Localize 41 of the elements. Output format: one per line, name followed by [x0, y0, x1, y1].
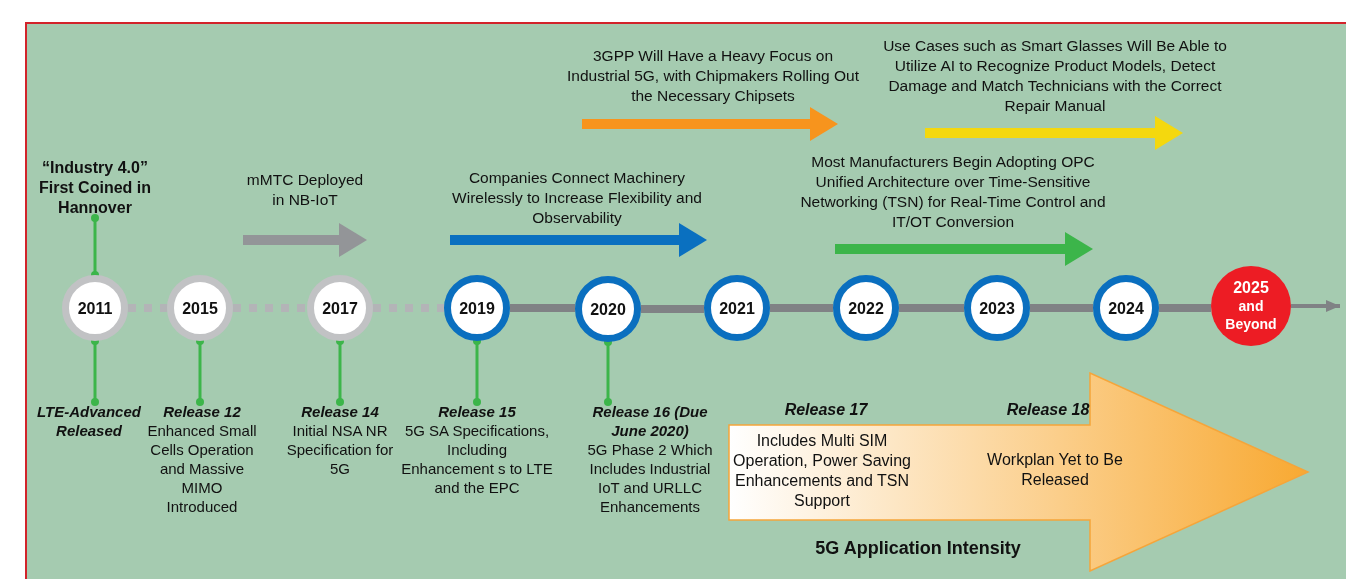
timeline-segment [128, 304, 167, 312]
release-heading: Release 12 [162, 402, 242, 421]
trend-note: Companies Connect Machinery Wirelessly to Increase Flexibility and Observability [451, 168, 703, 228]
year-label: 2017 [322, 298, 358, 318]
milestone-text: “Industry 4.0” First Coined in Hannover [32, 158, 158, 218]
trend-note: Most Manufacturers Begin Adopting OPC Unified Architecture over Time-Sensitive Networking (TSN) for Real-Time Control and IT/OT Conversion [799, 152, 1107, 232]
release-description: 5G Phase 2 Which Includes Industrial IoT and URLLC Enhancements [586, 440, 714, 516]
year-label: 2022 [848, 298, 884, 318]
year-label: 2021 [719, 298, 755, 318]
timeline-segment [1159, 304, 1211, 312]
timeline-segment [899, 304, 964, 312]
year-label: 2025 [1233, 279, 1269, 297]
timeline-segment [770, 304, 833, 312]
year-label: 2024 [1108, 298, 1144, 318]
release-heading: Release 14 [300, 402, 380, 421]
year-label: 2020 [590, 299, 626, 319]
timeline-segment [1030, 304, 1093, 312]
timeline-segment [641, 305, 704, 313]
release-description: Includes Multi SIM Operation, Power Saving Enhancements and TSN Support [732, 431, 912, 511]
release-description: Initial NSA NR Specification for 5G [285, 421, 395, 478]
release-description: 5G SA Specifications, Including Enhancement s to LTE and the EPC [400, 421, 554, 497]
release-heading: Release 15 [437, 402, 517, 421]
trend-note: 3GPP Will Have a Heavy Focus on Industrial 5G, with Chipmakers Rolling Out the Necessary Chipsets [565, 46, 860, 106]
release-description: Enhanced Small Cells Operation and Massive MIMO Introduced [146, 421, 258, 516]
release-heading: Release 18 [1005, 400, 1091, 420]
year-label: 2019 [459, 298, 495, 318]
year-label: and Beyond [1224, 297, 1278, 333]
timeline-segment [373, 304, 444, 312]
year-label: 2015 [182, 298, 218, 318]
year-label: 2023 [979, 298, 1015, 318]
trend-note: mMTC Deployed in NB-IoT [245, 170, 365, 210]
trend-note: Use Cases such as Smart Glasses Will Be Able to Utilize AI to Recognize Product Models, Detect Damage and Match Technicians with the Correct Repair Manual [882, 36, 1228, 116]
release-heading: Release 16 (Due June 2020) [591, 402, 709, 440]
timeline-arrow [1291, 300, 1340, 312]
year-label: 2011 [77, 298, 113, 318]
timeline-segment [233, 304, 307, 312]
release-heading: LTE-Advanced Released [36, 402, 142, 440]
arrow-caption: 5G Application Intensity [814, 538, 1022, 558]
release-heading: Release 17 [783, 400, 869, 420]
timeline-segment [510, 304, 575, 312]
release-description: Workplan Yet to Be Released [986, 450, 1124, 490]
